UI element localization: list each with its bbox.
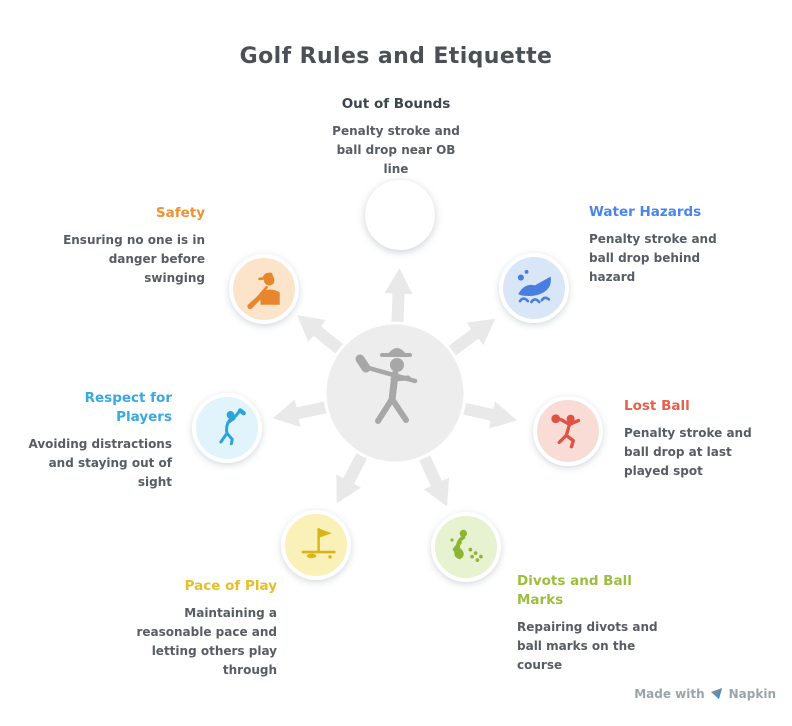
water-hazards-bubble (499, 253, 569, 323)
water-hazards-title: Water Hazards (589, 204, 702, 220)
golf-flag-icon (301, 528, 336, 559)
lost-ball-title: Lost Ball (624, 398, 690, 414)
water-hazards-text: Water Hazards Penalty stroke and ball dr… (589, 203, 729, 287)
lost-ball-description: Penalty stroke and ball drop at last pla… (624, 425, 752, 478)
out-of-bounds-text: Out of Bounds Penalty stroke and ball dr… (306, 95, 486, 179)
water-hazards-description: Penalty stroke and ball drop behind haza… (589, 231, 717, 284)
pace-of-play-bubble (281, 510, 351, 580)
person-reaching-ball-icon (551, 414, 581, 449)
respect-title: Respect for Players (84, 390, 172, 425)
page-title: Golf Rules and Etiquette (239, 44, 553, 69)
pace-of-play-title: Pace of Play (184, 578, 277, 594)
safety-description: Ensuring no one is in danger before swin… (63, 232, 205, 285)
watermark-brand: Napkin (728, 687, 776, 701)
napkin-watermark-link[interactable]: Made with Napkin (634, 687, 776, 701)
respect-description: Avoiding distractions and staying out of… (28, 436, 172, 489)
capped-golfer-icon (247, 272, 280, 310)
divots-description: Repairing divots and ball marks on the c… (517, 619, 658, 672)
lost-ball-bubble (533, 396, 603, 466)
repairing-divots-icon (450, 529, 483, 562)
watermark-prefix: Made with (634, 687, 705, 701)
out-of-bounds-description: Penalty stroke and ball drop near OB lin… (332, 123, 460, 176)
pace-of-play-description: Maintaining a reasonable pace and lettin… (136, 605, 277, 677)
golfer-backswing-icon (219, 408, 246, 446)
respect-text: Respect for Players Avoiding distraction… (20, 389, 172, 492)
respect-bubble (192, 393, 262, 463)
safety-bubble (229, 254, 299, 324)
divots-text: Divots and Ball Marks Repairing divots a… (517, 572, 665, 675)
out-of-bounds-title: Out of Bounds (341, 96, 451, 112)
water-splash-icon (517, 269, 551, 304)
golfer-icon (355, 348, 418, 424)
blank-icon (379, 194, 421, 236)
safety-title: Safety (155, 205, 205, 221)
safety-text: Safety Ensuring no one is in danger befo… (55, 204, 205, 288)
center-hub (268, 263, 522, 511)
divots-bubble (431, 512, 501, 582)
pace-of-play-text: Pace of Play Maintaining a reasonable pa… (127, 577, 277, 680)
divots-title: Divots and Ball Marks (517, 573, 632, 608)
out-of-bounds-bubble (365, 180, 435, 250)
napkin-logo-icon (710, 688, 722, 699)
lost-ball-text: Lost Ball Penalty stroke and ball drop a… (624, 397, 764, 481)
